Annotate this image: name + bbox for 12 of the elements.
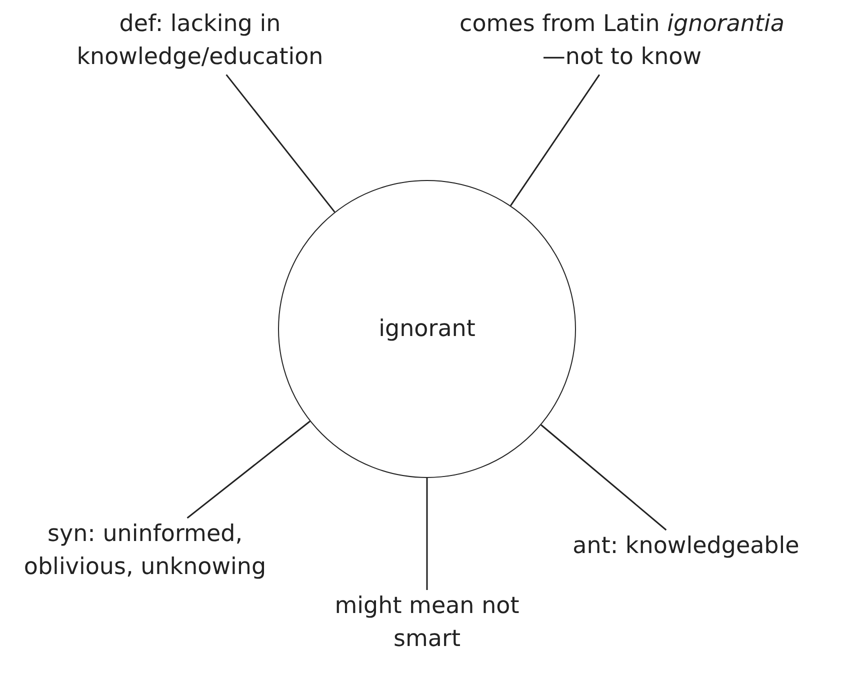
connector-line: [426, 478, 428, 590]
note-text: comes from Latin ignorantia—not to know: [452, 8, 792, 75]
connector-line: [540, 424, 667, 531]
circle-node: [278, 180, 576, 478]
note-text: syn: uninformed, oblivious, unknowing: [15, 518, 275, 585]
connector-line: [510, 74, 600, 206]
connector-line: [226, 74, 336, 212]
note-text: def: lacking in knowledge/education: [50, 8, 350, 75]
center-word: ignorant: [378, 316, 476, 342]
note-text: ant: knowledgeable: [546, 530, 826, 564]
note-text: might mean not smart: [327, 590, 527, 657]
connector-line: [186, 420, 310, 519]
